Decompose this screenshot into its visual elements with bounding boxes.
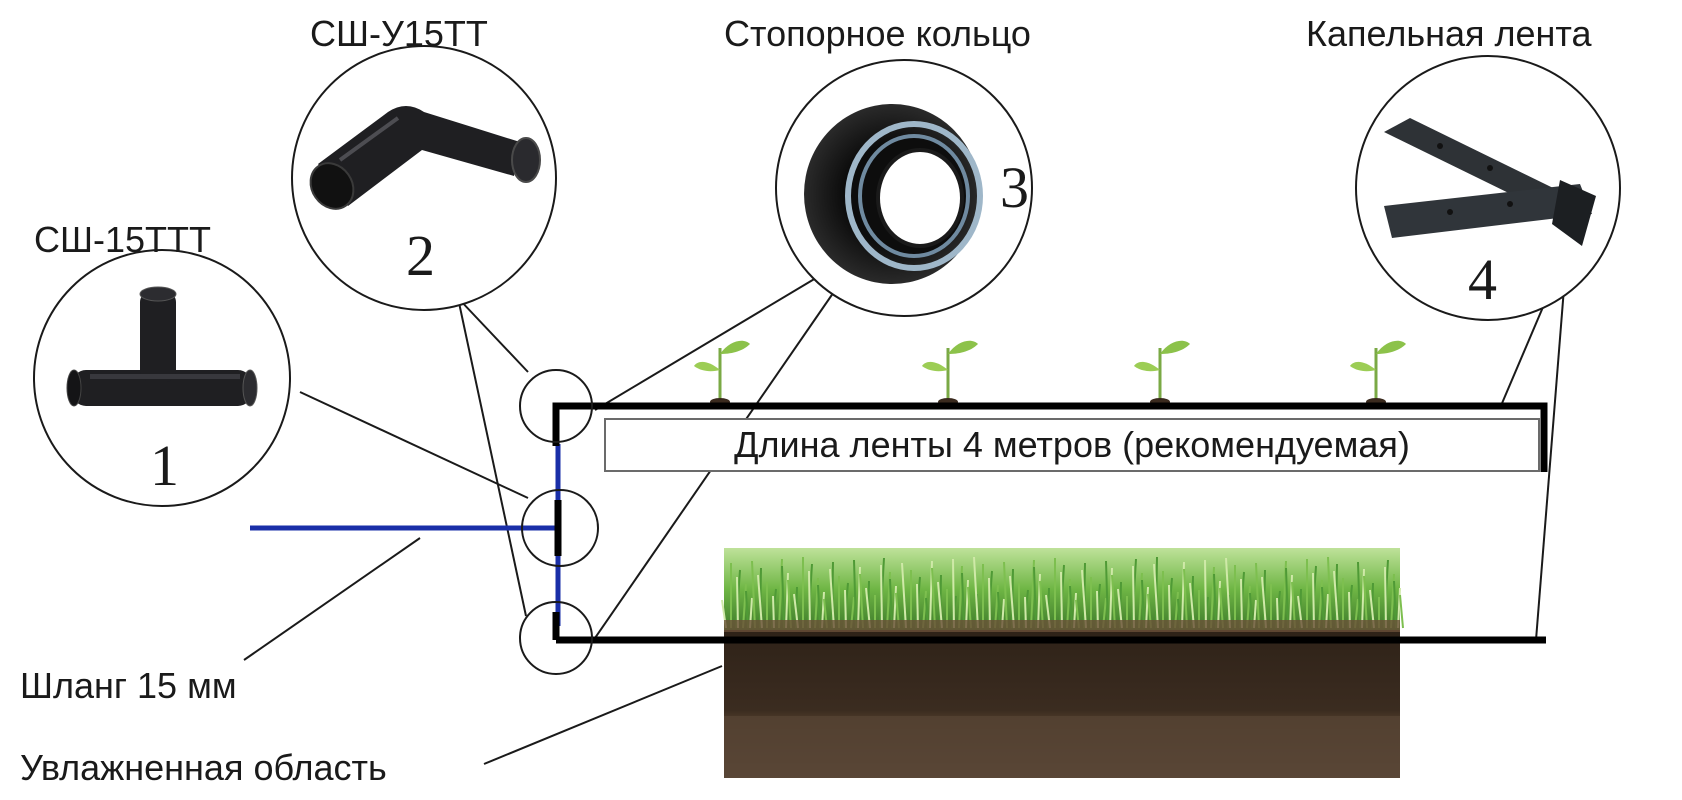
part3-number: 3 bbox=[1000, 155, 1029, 220]
grass-blade bbox=[988, 577, 991, 629]
grass-blade bbox=[1384, 566, 1387, 629]
callout-drip-tape bbox=[1355, 55, 1621, 321]
part1-number: 1 bbox=[150, 433, 179, 498]
drip-tape-icon bbox=[1384, 118, 1596, 246]
grass-blade bbox=[1003, 561, 1008, 629]
grass-blade bbox=[931, 567, 936, 629]
grass-blade bbox=[1009, 575, 1015, 629]
grass-blade bbox=[1399, 594, 1404, 629]
grass-blade bbox=[1105, 560, 1109, 629]
grass-blade bbox=[1261, 576, 1267, 629]
grass-blade bbox=[1240, 578, 1243, 629]
grass-blade bbox=[1255, 562, 1260, 629]
grass-blade bbox=[751, 560, 756, 629]
part2-number: 2 bbox=[406, 223, 435, 288]
moist-area-label: Увлажненная область bbox=[20, 747, 387, 788]
grass-blade bbox=[1357, 561, 1361, 629]
grass-blade bbox=[1333, 570, 1339, 629]
grass-blade bbox=[1132, 565, 1135, 629]
grass-blade bbox=[736, 576, 739, 629]
seedling-icon bbox=[1350, 340, 1406, 406]
grass-blade bbox=[1081, 569, 1087, 629]
seedling-icon bbox=[1134, 340, 1190, 406]
grass-blade bbox=[1204, 559, 1207, 629]
grass-blade bbox=[781, 565, 785, 629]
hose-label: Шланг 15 мм bbox=[20, 665, 237, 706]
grass-blade bbox=[952, 558, 955, 629]
callout-tee bbox=[33, 249, 291, 507]
grass-blade bbox=[1183, 568, 1188, 629]
grass-blade bbox=[1225, 557, 1231, 629]
part1-label: СШ-15ТТТ bbox=[34, 219, 211, 260]
elbow-connector-icon bbox=[309, 106, 541, 210]
lock-ring-icon bbox=[804, 104, 983, 284]
seedling-icon bbox=[922, 340, 978, 406]
supply-hose bbox=[250, 444, 561, 626]
tee-connector-icon bbox=[66, 286, 258, 407]
grass-blade bbox=[829, 568, 835, 629]
leader-lines bbox=[243, 277, 1565, 765]
grass-blade bbox=[1363, 575, 1368, 629]
callout-lock-ring bbox=[775, 59, 1033, 317]
moist-soil-block bbox=[721, 548, 1404, 778]
part2-label: СШ-У15ТТ bbox=[310, 13, 488, 54]
grass-blade bbox=[1033, 566, 1037, 629]
grass-blade bbox=[1285, 567, 1289, 629]
drip-tape-lines bbox=[552, 402, 1548, 644]
grass-blade bbox=[1213, 573, 1217, 629]
grass-blade bbox=[1111, 574, 1116, 629]
tape-length-note: Длина ленты 4 метров (рекомендуемая) bbox=[604, 418, 1540, 472]
grass-blade bbox=[880, 564, 883, 629]
grass-blade bbox=[1153, 563, 1159, 629]
grass-blade bbox=[1060, 571, 1063, 629]
grass-blade bbox=[853, 559, 857, 629]
grass-blade bbox=[1327, 556, 1332, 629]
part4-label: Капельная лента bbox=[1306, 13, 1592, 54]
grass-blade bbox=[889, 578, 893, 629]
grass-blade bbox=[808, 570, 811, 629]
part3-label: Стопорное кольцо bbox=[724, 13, 1031, 54]
grass-blade bbox=[859, 573, 864, 629]
grass-blade bbox=[901, 562, 907, 629]
grass-blade bbox=[961, 572, 965, 629]
callout-elbow bbox=[291, 45, 557, 311]
fitting-markers bbox=[519, 369, 599, 675]
part4-number: 4 bbox=[1468, 247, 1497, 312]
grass-blade bbox=[973, 556, 979, 629]
grass-blade bbox=[1312, 572, 1315, 629]
seedling-icon bbox=[694, 340, 750, 406]
grass-blade bbox=[757, 574, 763, 629]
